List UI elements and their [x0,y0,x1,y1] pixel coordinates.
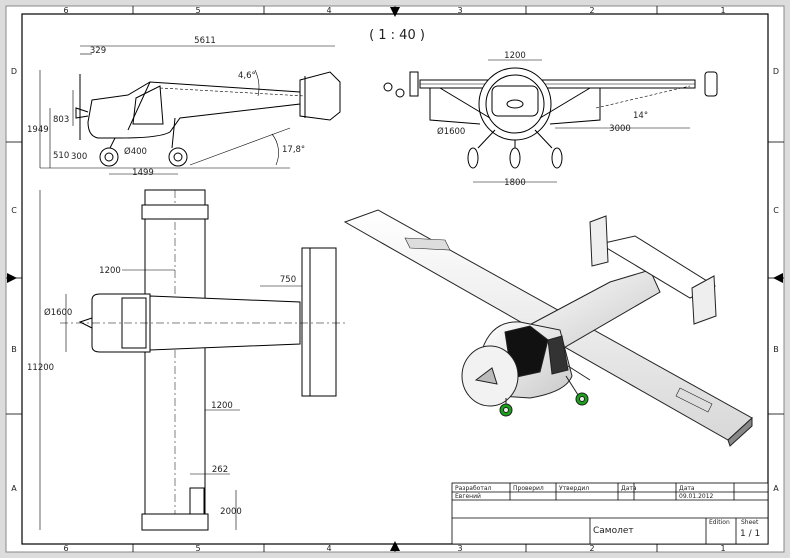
zone-top-2: 5 [195,6,200,15]
zone-right-d: D [773,67,779,76]
zone-bottom-4: 3 [457,544,462,553]
dim-top-11200: 11200 [27,363,54,373]
scale-label: ( 1 : 40 ) [369,28,425,43]
dim-top-diam-1600: Ø1600 [44,307,72,318]
dim-front-3000: 3000 [609,124,631,134]
dim-side-angle-46: 4,6° [238,71,256,81]
dim-side-510: 510 [53,151,69,161]
dim-side-diam-400: Ø400 [124,146,147,157]
dim-front-1200: 1200 [504,51,526,61]
tb-drawing-name: Самолет [593,526,634,536]
top-view [39,189,345,531]
dim-side-5611: 5611 [194,36,216,46]
zone-top-6: 1 [720,6,725,15]
tb-author: Евгений [455,493,481,500]
zone-top-5: 2 [589,6,594,15]
zone-left-c: C [11,206,17,215]
dim-side-1499: 1499 [132,168,154,178]
zone-top-1: 6 [63,6,68,15]
dim-side-300: 300 [71,152,87,162]
dim-front-angle-14: 14° [633,111,648,121]
dim-top-1200: 1200 [99,266,121,276]
dim-side-329: 329 [90,46,106,56]
tb-date: 09.01.2012 [679,493,714,500]
dim-top-1200b: 1200 [211,401,233,411]
front-view [383,59,718,183]
zone-bottom-2: 5 [195,544,200,553]
tb-label-date: Дата [679,485,695,492]
dim-side-1949: 1949 [27,125,49,135]
tb-label-3: Утвердил [559,485,589,492]
tb-sheet-label: Sheet [741,519,759,526]
isometric-render [343,209,753,447]
zone-left-b: B [11,345,17,354]
zone-top-3: 4 [326,6,331,15]
zone-left-a: A [11,484,17,493]
dim-front-diam-1600: Ø1600 [437,126,465,137]
zone-right-a: A [773,484,779,493]
tb-label-1: Разработал [455,485,492,492]
title-block [451,482,769,545]
zone-left-d: D [11,67,17,76]
dim-top-750: 750 [280,275,296,285]
tb-label-4: Дата [621,485,637,492]
dim-top-262: 262 [212,465,228,475]
tb-sheet-value: 1 / 1 [740,529,760,539]
zone-top-4: 3 [457,6,462,15]
zone-right-c: C [773,206,779,215]
zone-bottom-3: 4 [326,544,331,553]
zone-bottom-6: 1 [720,544,725,553]
dim-side-angle-178: 17,8° [282,145,305,155]
dim-front-1800: 1800 [504,178,526,188]
zone-bottom-5: 2 [589,544,594,553]
dim-top-2000: 2000 [220,507,242,517]
tb-label-2: Проверил [513,485,544,492]
zone-bottom-1: 6 [63,544,68,553]
dim-side-803: 803 [53,115,69,125]
zone-right-b: B [773,345,779,354]
center-marks [7,7,783,551]
tb-edition-label: Edition [709,519,730,526]
side-view [39,45,341,175]
